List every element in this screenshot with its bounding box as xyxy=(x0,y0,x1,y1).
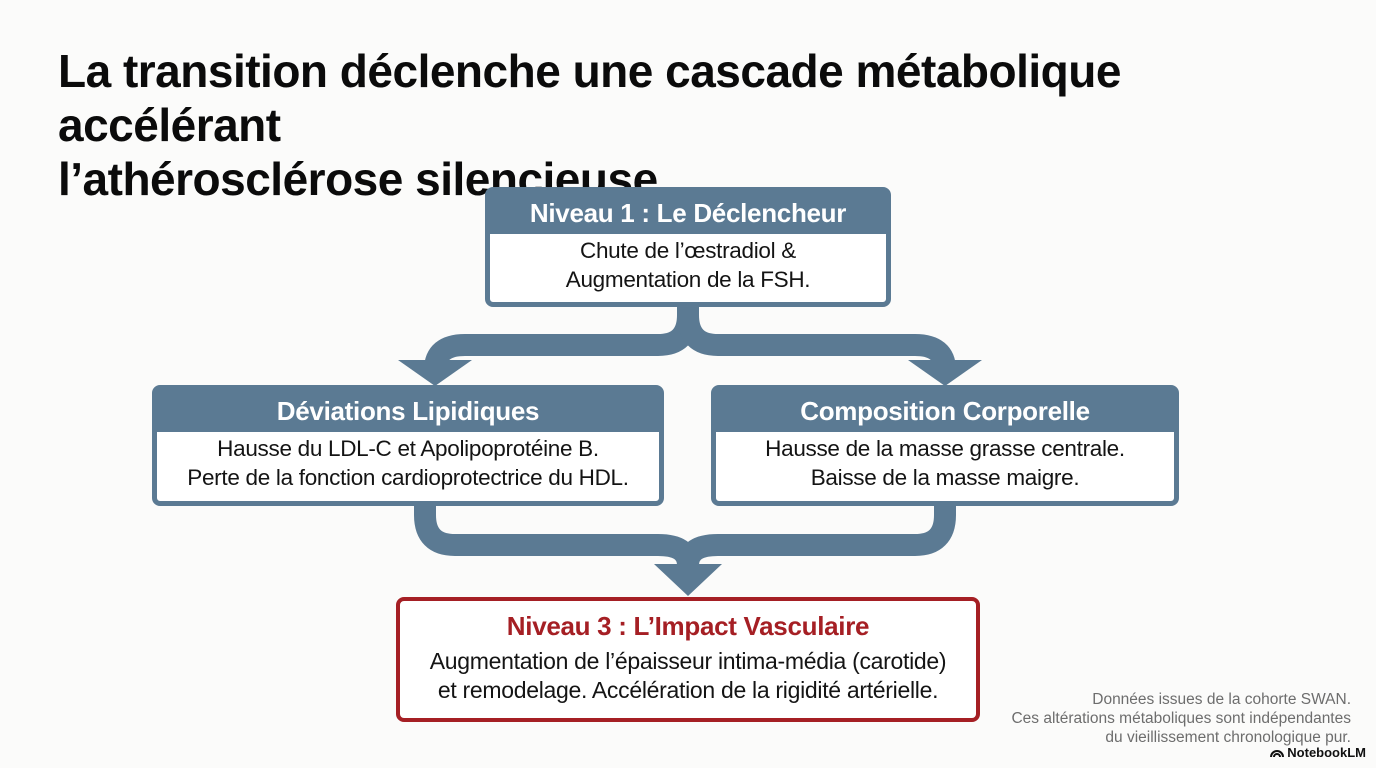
lipid-deviations-description: Hausse du LDL-C et Apolipoprotéine B. Pe… xyxy=(157,432,659,492)
lipid-line-2: Perte de la fonction cardioprotectrice d… xyxy=(187,465,629,490)
body-composition-description: Hausse de la masse grasse centrale. Bais… xyxy=(716,432,1174,492)
connector-trigger-to-body-composition xyxy=(677,305,956,371)
slide-title: La transition déclenche une cascade méta… xyxy=(58,44,1318,206)
trigger-line-2: Augmentation de la FSH. xyxy=(565,267,811,292)
arrowhead-vascular xyxy=(654,564,722,596)
vascular-impact-description: Augmentation de l’épaisseur intima-média… xyxy=(400,647,976,705)
lipid-line-1: Hausse du LDL-C et Apolipoprotéine B. xyxy=(217,436,599,461)
connector-lipids-to-vascular xyxy=(414,503,699,567)
trigger-heading: Niveau 1 : Le Déclencheur xyxy=(490,192,886,234)
brand-label: NotebookLM xyxy=(1287,745,1366,760)
footnote-line-2: Ces altérations métaboliques sont indépe… xyxy=(1011,710,1351,727)
trigger-description: Chute de l’œstradiol & Augmentation de l… xyxy=(490,234,886,294)
body-composition-line-2: Baisse de la masse maigre. xyxy=(810,465,1080,490)
arrowhead-lipids xyxy=(398,360,472,386)
body-composition-box: Composition Corporelle Hausse de la mass… xyxy=(711,385,1179,506)
title-line-1: La transition déclenche une cascade méta… xyxy=(58,45,1121,151)
vascular-line-2: et remodelage. Accélération de la rigidi… xyxy=(437,677,939,703)
vascular-impact-box: Niveau 3 : L’Impact Vasculaire Augmentat… xyxy=(396,597,980,722)
body-composition-line-1: Hausse de la masse grasse centrale. xyxy=(765,436,1125,461)
trigger-box: Niveau 1 : Le Déclencheur Chute de l’œst… xyxy=(485,187,891,307)
lipid-deviations-box: Déviations Lipidiques Hausse du LDL-C et… xyxy=(152,385,664,506)
lipid-deviations-heading: Déviations Lipidiques xyxy=(157,390,659,432)
footnote-line-1: Données issues de la cohorte SWAN. xyxy=(1092,691,1351,708)
trigger-line-1: Chute de l’œstradiol & xyxy=(580,238,796,263)
vascular-impact-heading: Niveau 3 : L’Impact Vasculaire xyxy=(506,611,870,641)
source-footnote: Données issues de la cohorte SWAN. Ces a… xyxy=(931,690,1351,747)
notebooklm-brand: NotebookLM xyxy=(1270,745,1366,760)
vascular-line-1: Augmentation de l’épaisseur intima-média… xyxy=(429,648,947,674)
connector-trigger-to-lipids xyxy=(424,305,699,371)
notebooklm-logo-icon xyxy=(1270,750,1285,758)
connector-body-composition-to-vascular xyxy=(677,503,956,567)
arrowhead-body-composition xyxy=(908,360,982,386)
body-composition-heading: Composition Corporelle xyxy=(716,390,1174,432)
footnote-line-3: du vieillissement chronologique pur. xyxy=(1105,729,1351,746)
